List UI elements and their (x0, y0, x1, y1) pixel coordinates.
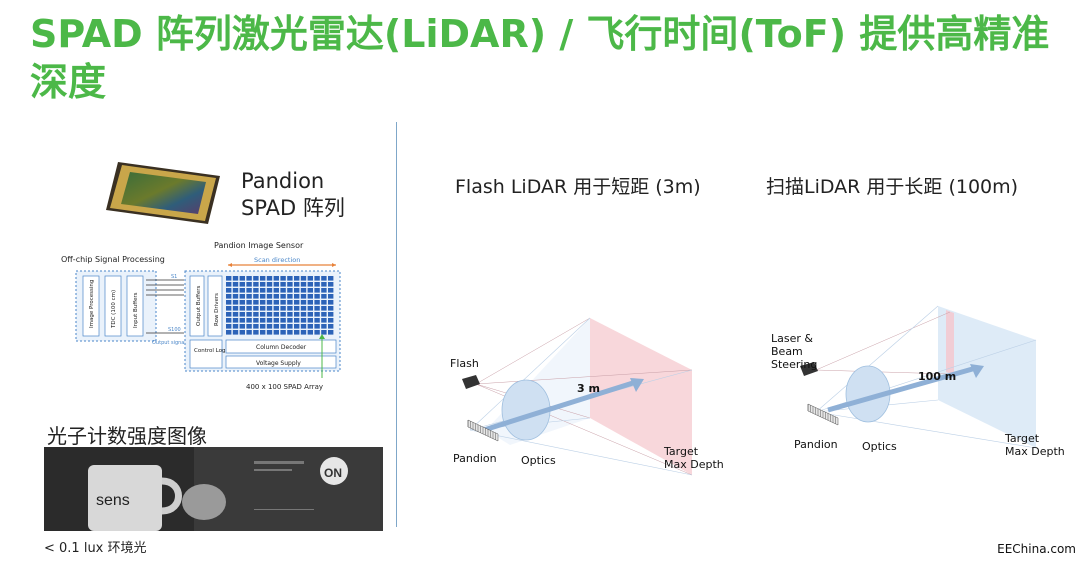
row-drivers-block: Row Drivers (214, 293, 220, 326)
piggy-bank (182, 484, 226, 520)
photon-counting-image: sens ON (44, 447, 383, 531)
image-processing-block: Image Processing (89, 280, 95, 328)
flash-source-box (462, 375, 480, 389)
flash-pandion-label: Pandion (453, 452, 497, 465)
scan-source-line2: Beam (771, 345, 817, 358)
flash-source-label: Flash (450, 357, 479, 370)
page-title: SPAD 阵列激光雷达(LiDAR) / 飞行时间(ToF) 提供高精准深度 (30, 10, 1070, 106)
tdc-block: TDC (100 cm) (111, 290, 117, 329)
section-divider (396, 122, 397, 527)
ambient-light-note: < 0.1 lux 环境光 (44, 537, 147, 556)
flash-target-label: Target Max Depth (664, 445, 724, 471)
scan-target-line1: Target (1005, 432, 1065, 445)
output-signals-label: Output signals (152, 340, 189, 346)
pandion-name: Pandion SPAD 阵列 (241, 168, 345, 222)
sensor-header: Pandion Image Sensor (214, 241, 304, 250)
scan-target-line2: Max Depth (1005, 445, 1065, 458)
photon-image-title: 光子计数强度图像 (47, 420, 207, 449)
output-buffers-block: Output Buffers (196, 285, 202, 326)
scan-target-label: Target Max Depth (1005, 432, 1065, 458)
scan-lidar-title: 扫描LiDAR 用于长距 (100m) (766, 172, 1018, 199)
s100-label: S100 (168, 327, 181, 333)
mug-text: sens (96, 492, 130, 509)
scan-direction-label: Scan direction (254, 256, 300, 264)
sensor-block-diagram: Pandion Image Sensor Off-chip Signal Pro… (60, 238, 350, 398)
flash-target-line2: Max Depth (664, 458, 724, 471)
scan-source-label: Laser & Beam Steering (771, 332, 817, 371)
scan-distance-label: 100 m (918, 370, 956, 383)
scan-pandion-label: Pandion (794, 438, 838, 451)
voltage-supply-block: Voltage Supply (256, 360, 301, 367)
control-logic-block: Control Logic (194, 348, 230, 354)
sensor-chip-image (104, 160, 222, 226)
sign-text: ON (324, 466, 342, 480)
spad-array-label: 400 x 100 SPAD Array (246, 383, 323, 391)
flash-optics-label: Optics (521, 454, 556, 467)
input-buffers-block: Input Buffers (133, 292, 139, 328)
scan-source-line3: Steering (771, 358, 817, 371)
column-decoder-block: Column Decoder (256, 344, 307, 351)
pandion-name-line1: Pandion (241, 168, 345, 195)
offchip-label: Off-chip Signal Processing (61, 255, 165, 264)
source-credit: EEChina.com (997, 542, 1076, 556)
s1-label: S1 (171, 274, 177, 280)
scan-source-line1: Laser & (771, 332, 817, 345)
flash-target-line1: Target (664, 445, 724, 458)
pandion-name-line2: SPAD 阵列 (241, 195, 345, 222)
scan-optics-label: Optics (862, 440, 897, 453)
flash-distance-label: 3 m (577, 382, 600, 395)
flash-lidar-title: Flash LiDAR 用于短距 (3m) (455, 172, 701, 199)
scan-beam-stripe (946, 310, 954, 375)
